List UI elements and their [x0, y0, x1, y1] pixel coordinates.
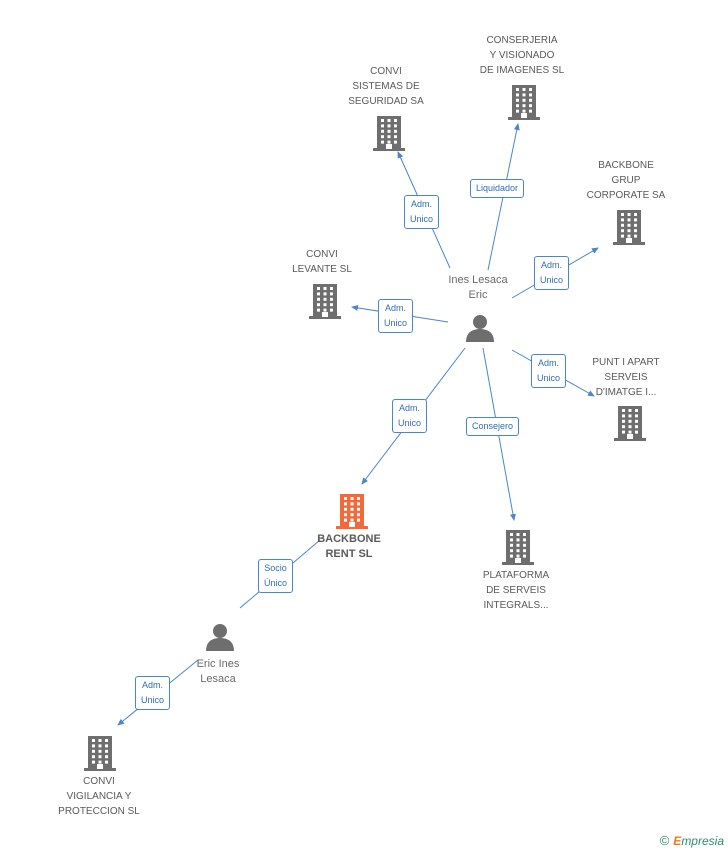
- building-icon: [84, 736, 116, 777]
- company-label-plataforma[interactable]: PLATAFORMA DE SERVEIS INTEGRALS...: [482, 570, 550, 611]
- relation-badge-adm-unico[interactable]: Adm. Unico: [392, 399, 428, 433]
- relation-badge-consejero[interactable]: Consejero: [466, 417, 520, 436]
- company-label-conserjeria[interactable]: CONSERJERIA Y VISIONADO DE IMAGENES SL: [479, 35, 565, 76]
- person-label-ines[interactable]: Ines Lesaca Eric: [448, 274, 508, 301]
- company-label-convi-levante[interactable]: CONVI LEVANTE SL: [292, 249, 352, 275]
- person-icon: [465, 313, 495, 348]
- relation-badge-adm-unico[interactable]: Adm. Unico: [404, 195, 440, 229]
- relation-badge-liquidador[interactable]: Liquidador: [470, 179, 525, 198]
- person-label-eric[interactable]: Eric Ines Lesaca: [196, 658, 240, 685]
- company-label-punt[interactable]: PUNT I APART SERVEIS D'IMATGE I...: [592, 357, 660, 398]
- brand-name: mpresia: [681, 834, 724, 848]
- company-label-backbone-rent[interactable]: BACKBONE RENT SL: [317, 533, 381, 560]
- copyright-icon: ©: [659, 833, 670, 848]
- building-icon: [309, 284, 341, 325]
- relation-badge-socio-unico[interactable]: Socio Único: [258, 559, 294, 593]
- relation-badge-adm-unico[interactable]: Adm. Unico: [378, 299, 414, 333]
- person-icon: [205, 622, 235, 657]
- brand-initial: E: [673, 834, 682, 848]
- relation-badge-adm-unico[interactable]: Adm. Unico: [531, 354, 567, 388]
- company-label-convi-sistemas[interactable]: CONVI SISTEMAS DE SEGURIDAD SA: [348, 66, 424, 107]
- building-icon-focus: [336, 494, 368, 535]
- relation-badge-adm-unico[interactable]: Adm. Unico: [135, 676, 171, 710]
- company-label-convi-vigilancia[interactable]: CONVI VIGILANCIA Y PROTECCION SL: [58, 776, 140, 817]
- building-icon: [614, 406, 646, 447]
- building-icon: [613, 210, 645, 251]
- relation-badge-adm-unico[interactable]: Adm. Unico: [534, 256, 570, 290]
- building-icon: [373, 116, 405, 157]
- building-icon: [502, 530, 534, 571]
- empresia-brand[interactable]: ©Empresia: [660, 833, 724, 848]
- company-label-backbone-grup[interactable]: BACKBONE GRUP CORPORATE SA: [586, 160, 666, 201]
- building-icon: [508, 85, 540, 126]
